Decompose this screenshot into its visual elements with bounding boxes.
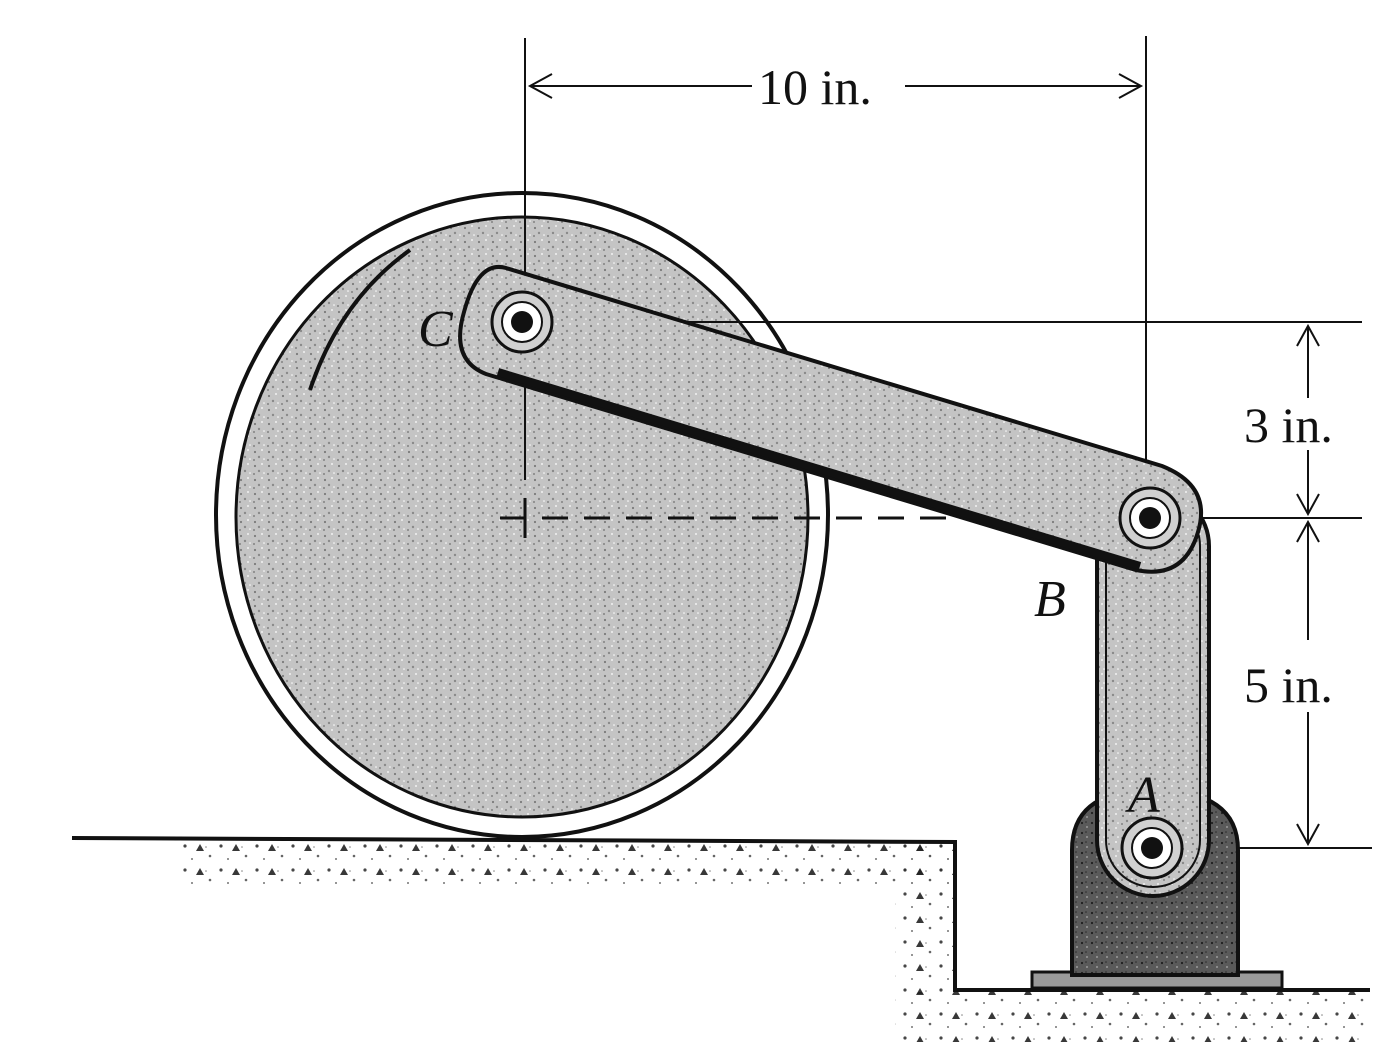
arrowhead-up xyxy=(1296,519,1320,543)
arrowhead-down xyxy=(1296,493,1320,517)
dimension-vertical-5 xyxy=(1296,519,1320,847)
dimension-vertical-3 xyxy=(1296,323,1320,517)
wheel-highlight-arc xyxy=(308,248,412,391)
link-cb-body xyxy=(458,264,1204,574)
ground xyxy=(71,836,1370,1042)
point-label-b: B xyxy=(1034,571,1066,628)
pin-b xyxy=(1118,486,1182,550)
link-ab xyxy=(1095,488,1211,898)
dimension-label-3in: 3 in. xyxy=(1244,397,1333,453)
arrowhead-up xyxy=(1296,323,1320,347)
arrowhead-right xyxy=(1118,73,1144,99)
upper-ground-hatch xyxy=(180,844,953,886)
link-cb-shadow-edge xyxy=(496,368,1142,570)
arrowhead-left xyxy=(527,73,553,99)
pin-c xyxy=(490,290,554,354)
link-cb xyxy=(458,264,1204,574)
point-label-a: A xyxy=(1125,767,1160,824)
lower-ground-hatch xyxy=(895,992,1370,1042)
dimension-label-5in: 5 in. xyxy=(1244,657,1333,713)
dimension-10-label-bg xyxy=(754,58,904,112)
arrowhead-down xyxy=(1296,823,1320,847)
dimension-label-10in: 10 in. xyxy=(758,59,872,115)
step-wall-hatch xyxy=(895,844,953,994)
pin-a xyxy=(1120,816,1184,880)
dimension-horizontal-10 xyxy=(527,73,1144,99)
point-label-c: C xyxy=(418,301,454,358)
